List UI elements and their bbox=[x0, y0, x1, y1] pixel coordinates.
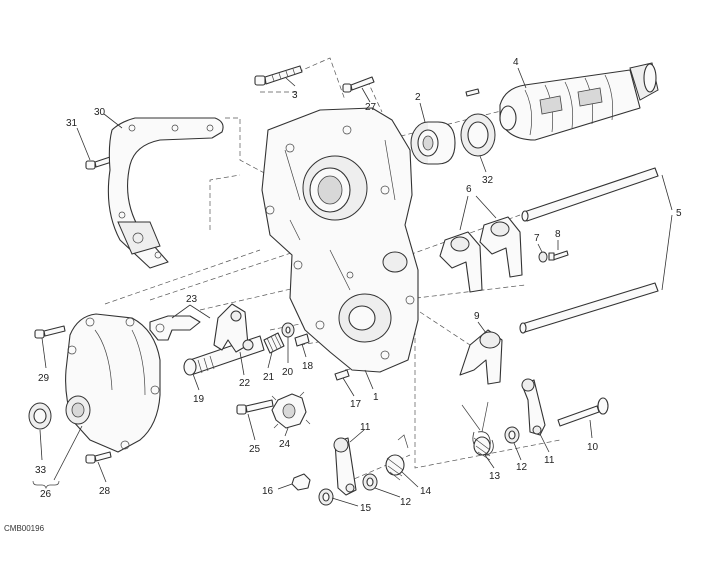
callout-labels: 3 27 2 4 32 30 31 6 5 7 8 9 10 11 11 12 … bbox=[35, 57, 682, 514]
pin-part-18 bbox=[294, 333, 310, 347]
callout-26: 26 bbox=[40, 489, 52, 500]
bolt-part-10 bbox=[557, 397, 609, 427]
callout-30: 30 bbox=[94, 107, 106, 118]
callout-16: 16 bbox=[262, 486, 274, 497]
bearing-part-2 bbox=[410, 121, 456, 165]
dowel-part-17 bbox=[334, 369, 350, 381]
callout-4: 4 bbox=[513, 57, 519, 68]
screw-part-8 bbox=[548, 250, 569, 261]
gasket-part-30 bbox=[107, 117, 224, 269]
pin-near-part-4 bbox=[465, 88, 480, 97]
gear-part-24 bbox=[271, 391, 311, 429]
ring-part-32 bbox=[460, 113, 496, 157]
callout-12-right: 12 bbox=[516, 462, 528, 473]
callout-27: 27 bbox=[365, 102, 377, 113]
clip-part-23 bbox=[149, 315, 201, 341]
washer-part-12-right bbox=[504, 426, 520, 444]
callout-8: 8 bbox=[555, 229, 561, 240]
callout-18: 18 bbox=[302, 361, 314, 372]
callout-17: 17 bbox=[350, 399, 362, 410]
selector-drum-part-4 bbox=[499, 62, 659, 141]
main-cover-part-1 bbox=[261, 107, 419, 373]
callout-13: 13 bbox=[489, 471, 501, 482]
callout-9: 9 bbox=[474, 311, 480, 322]
callout-5: 5 bbox=[676, 208, 682, 219]
callout-19: 19 bbox=[193, 394, 205, 405]
callout-32: 32 bbox=[482, 175, 494, 186]
callout-20: 20 bbox=[282, 367, 294, 378]
shift-forks-part-6 bbox=[439, 216, 523, 293]
spring-part-14 bbox=[385, 434, 409, 481]
washer-part-12-left bbox=[362, 473, 378, 491]
callout-31: 31 bbox=[66, 118, 78, 129]
callout-11-right: 11 bbox=[544, 455, 555, 466]
washer-part-15 bbox=[318, 488, 334, 506]
callout-1: 1 bbox=[373, 392, 379, 403]
bolt-part-28 bbox=[85, 451, 112, 464]
callout-12-left: 12 bbox=[400, 497, 412, 508]
bolt-part-27 bbox=[342, 76, 375, 93]
bolt-part-29 bbox=[34, 325, 66, 339]
callout-6: 6 bbox=[466, 184, 472, 195]
callout-22: 22 bbox=[239, 378, 251, 389]
diagram-code: CMB00196 bbox=[4, 524, 45, 533]
callout-28: 28 bbox=[99, 486, 111, 497]
seal-part-33 bbox=[28, 402, 52, 430]
spring-part-21 bbox=[263, 332, 285, 354]
callout-10: 10 bbox=[587, 442, 599, 453]
callout-11-left: 11 bbox=[360, 422, 371, 433]
spring-part-13 bbox=[461, 401, 494, 461]
callout-14: 14 bbox=[420, 486, 432, 497]
callout-15: 15 bbox=[360, 503, 372, 514]
callout-23: 23 bbox=[186, 294, 198, 305]
fork-shafts-part-5 bbox=[519, 167, 673, 334]
lever-part-11-left bbox=[333, 437, 357, 496]
bolt-part-25 bbox=[236, 399, 274, 415]
callout-leader-lines bbox=[32, 67, 593, 507]
callout-29: 29 bbox=[38, 373, 50, 384]
callout-25: 25 bbox=[249, 444, 261, 455]
washer-part-7 bbox=[538, 251, 548, 263]
nut-part-16 bbox=[291, 473, 311, 491]
housing-part-26 bbox=[65, 313, 161, 453]
lever-part-11-right bbox=[521, 378, 546, 436]
callout-21: 21 bbox=[263, 372, 275, 383]
bolt-part-3 bbox=[254, 65, 303, 86]
callout-3: 3 bbox=[292, 90, 298, 101]
washer-part-20 bbox=[281, 322, 295, 338]
shift-fork-part-9 bbox=[459, 329, 503, 385]
callout-24: 24 bbox=[279, 439, 291, 450]
callout-33: 33 bbox=[35, 465, 47, 476]
callout-7: 7 bbox=[534, 233, 540, 244]
lever-part-22 bbox=[213, 303, 254, 353]
callout-2: 2 bbox=[415, 92, 421, 103]
